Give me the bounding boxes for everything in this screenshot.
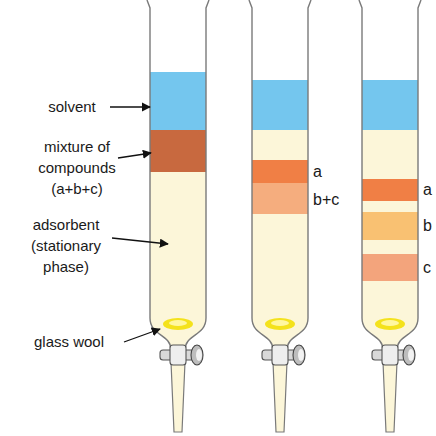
column-wall — [397, 0, 421, 350]
leader-line — [110, 106, 150, 107]
glass-wool — [163, 318, 193, 330]
part-label: glass wool — [16, 331, 122, 352]
stopcock-knob — [196, 349, 202, 361]
glass-wool — [375, 318, 405, 330]
band-label: a — [313, 161, 343, 182]
compound-band — [252, 183, 308, 214]
part-label: mixture of compounds (a+b+c) — [36, 136, 118, 199]
leader-line — [118, 153, 151, 158]
leader-line — [112, 238, 168, 244]
stopcock — [382, 345, 398, 365]
compound-band — [362, 254, 418, 281]
column-tip — [383, 362, 397, 432]
stopcock-knob — [298, 349, 304, 361]
compound-band — [150, 130, 206, 172]
leader-line — [124, 329, 160, 342]
column — [147, 0, 209, 432]
column — [359, 0, 421, 432]
column-wall — [359, 0, 383, 350]
band-label: b+c — [313, 189, 353, 210]
adsorbent — [362, 130, 418, 348]
column-wall — [249, 0, 273, 350]
solvent-layer — [362, 80, 418, 130]
compound-band — [362, 179, 418, 201]
part-label: solvent — [34, 96, 110, 117]
stopcock-knob — [403, 345, 415, 365]
band-label: b — [423, 215, 435, 236]
column-tip — [171, 362, 185, 432]
adsorbent — [150, 130, 206, 348]
column — [249, 0, 311, 432]
solvent-layer — [150, 72, 206, 130]
column-wall — [185, 0, 209, 350]
adsorbent — [252, 130, 308, 348]
stopcock — [170, 345, 186, 365]
band-label: a — [423, 179, 435, 200]
stopcock-knob — [191, 345, 203, 365]
stopcock-knob — [293, 345, 305, 365]
glass-wool — [271, 320, 289, 326]
compound-band — [362, 212, 418, 240]
column-wall — [147, 0, 171, 350]
glass-wool — [381, 320, 399, 326]
solvent-layer — [252, 80, 308, 130]
part-label: adsorbent (stationary phase) — [20, 214, 112, 277]
stopcock-knob — [408, 349, 414, 361]
column-wall — [287, 0, 311, 350]
glass-wool — [169, 320, 187, 326]
glass-wool — [265, 318, 295, 330]
stopcock — [272, 345, 288, 365]
column-tip — [273, 362, 287, 432]
compound-band — [252, 160, 308, 183]
band-label: c — [423, 257, 435, 278]
